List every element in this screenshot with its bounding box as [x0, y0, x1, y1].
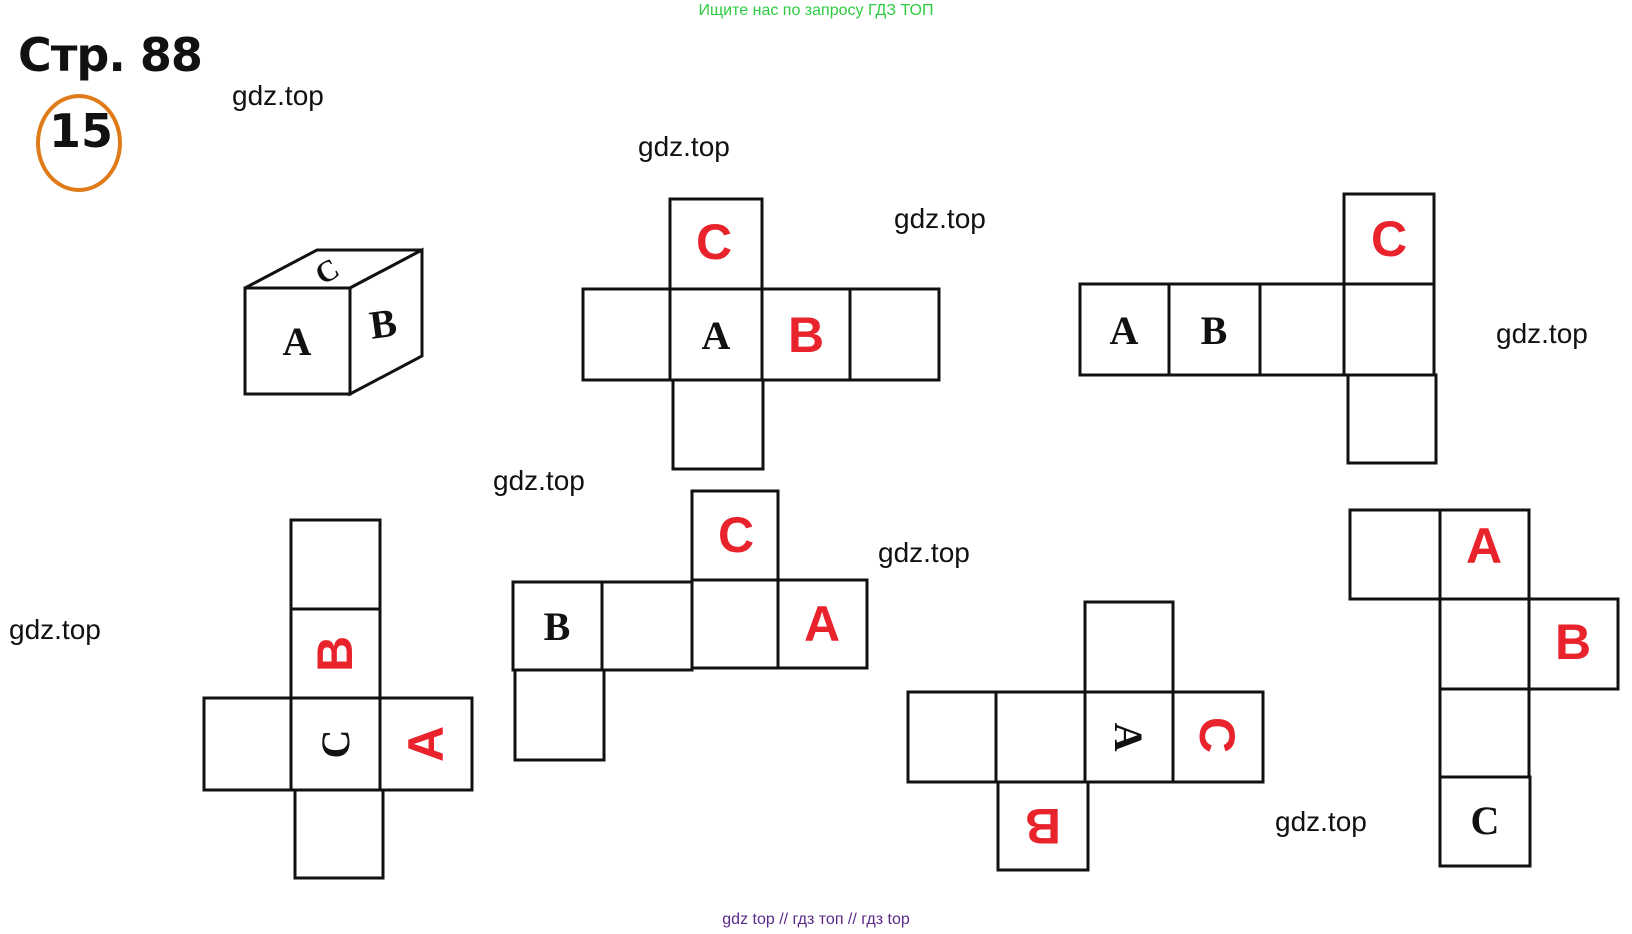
- answer-letter-c: C: [718, 507, 754, 563]
- given-letter-b: B: [544, 604, 571, 649]
- net-6: A B C: [1348, 508, 1620, 868]
- watermark: gdz.top: [894, 203, 986, 234]
- page-label: Стр. 88: [18, 28, 203, 82]
- watermark: gdz.top: [1275, 806, 1367, 837]
- exercise-number: 15: [48, 104, 113, 158]
- answer-letter-c: C: [696, 214, 732, 270]
- given-letter-b: B: [1201, 308, 1228, 353]
- answer-letter-a: A: [1466, 518, 1502, 574]
- answer-letter-c: C: [1371, 211, 1407, 267]
- net-2: C A B: [1078, 192, 1438, 465]
- top-banner: Ищите нас по запросу ГДЗ ТОП: [698, 2, 934, 19]
- given-letter-a: A: [1110, 308, 1139, 353]
- answer-letter-a: A: [398, 726, 454, 762]
- watermark: gdz.top: [493, 465, 585, 496]
- net-4: C B A: [511, 489, 869, 762]
- net-3: B C A: [202, 518, 474, 880]
- watermark: gdz.top: [1496, 318, 1588, 349]
- cube-front-face: [243, 286, 352, 396]
- answer-letter-b: B: [1025, 798, 1061, 854]
- watermark: gdz.top: [638, 131, 730, 162]
- answer-letter-b: B: [788, 307, 824, 363]
- given-letter-c: C: [313, 730, 358, 759]
- exercise-circle: [36, 94, 122, 192]
- given-letter-a: A: [702, 313, 731, 358]
- cube-right-letter: B: [367, 299, 400, 347]
- cube-front-letter: A: [283, 319, 312, 364]
- net-5: A C B: [906, 600, 1265, 872]
- net-1: C A B: [581, 197, 941, 471]
- footer-text: gdz top // гдз топ // гдз top: [722, 911, 910, 928]
- watermark: gdz.top: [9, 614, 101, 645]
- answer-letter-b: B: [1555, 614, 1591, 670]
- cube-right-face: [348, 247, 424, 397]
- watermark: gdz.top: [232, 80, 324, 111]
- answer-letter-a: A: [804, 596, 840, 652]
- cube-drawing: A B C: [243, 247, 424, 397]
- watermark: gdz.top: [878, 537, 970, 568]
- answer-letter-b: B: [307, 636, 363, 672]
- given-letter-a: A: [1106, 723, 1151, 752]
- answer-letter-c: C: [1189, 717, 1245, 753]
- given-letter-c: C: [1471, 798, 1500, 843]
